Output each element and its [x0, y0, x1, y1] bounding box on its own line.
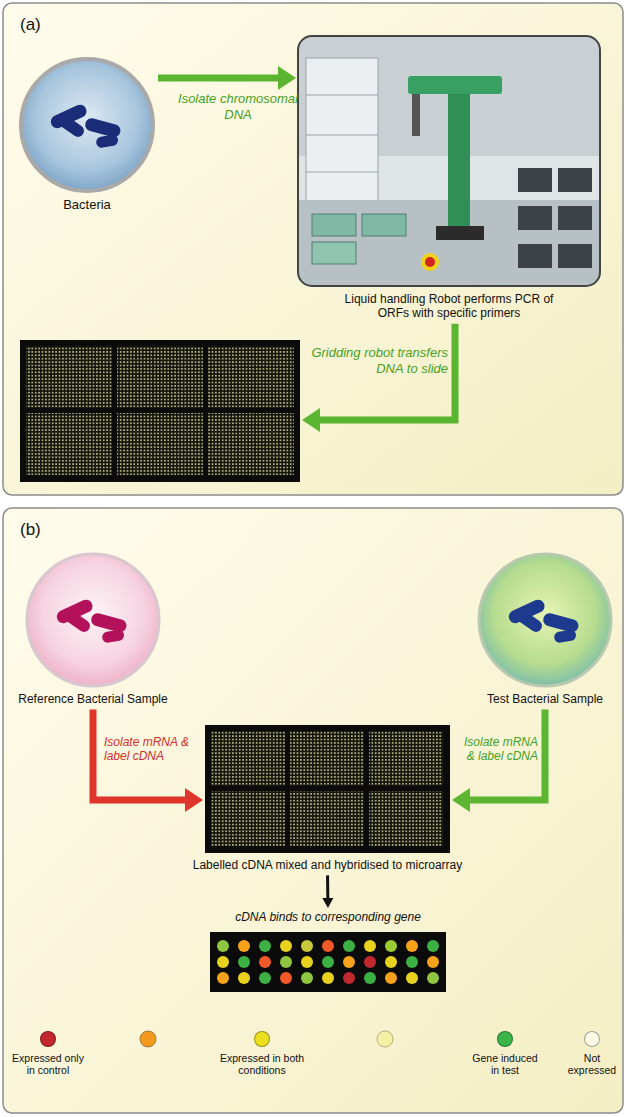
connector-arrow	[452, 709, 545, 812]
legend-text: Expressed only in control	[8, 1052, 88, 1076]
picture-area	[20, 340, 300, 482]
caption: Liquid handling Robot performs PCR of OR…	[342, 292, 556, 321]
panel-letter: (a)	[20, 15, 41, 35]
panel-ground	[3, 3, 623, 1113]
arrow-head	[322, 898, 333, 908]
connector-arrow	[93, 709, 203, 812]
figure-panel: (a) BacteriaLiquid handling Robot perform…	[3, 3, 623, 495]
caption: Reference Bacterial Sample	[8, 692, 178, 706]
edge-label: Gridding robot transfers DNA to slide	[308, 345, 448, 376]
illustration-box	[20, 340, 300, 482]
reference-micrograph	[27, 554, 159, 686]
illustration-box: Liquid handling Robot performs PCR of OR…	[298, 36, 600, 321]
legend-item: Not expressed	[564, 1031, 620, 1076]
legend-swatch	[40, 1031, 56, 1047]
illustration-box: Labelled cDNA mixed and hybridised to mi…	[205, 725, 450, 872]
test-micrograph	[479, 554, 611, 686]
edge-label: Isolate mRNA & label cDNA	[104, 735, 196, 764]
edge-label-holder: Isolate mRNA & label cDNA	[104, 735, 196, 764]
hybridisation-spots	[210, 932, 446, 992]
bacteria-micrograph	[21, 59, 153, 191]
microarray-slide	[20, 340, 300, 482]
connector-arrow	[158, 66, 296, 90]
legend-swatch	[254, 1031, 270, 1047]
caption: Labelled cDNA mixed and hybridised to mi…	[158, 858, 498, 872]
connector-arrow	[322, 875, 333, 908]
picture-area	[19, 57, 155, 193]
panel-letter: (b)	[20, 520, 41, 540]
figure-panel: (b)Reference Bacterial SampleTest Bacter…	[3, 508, 623, 1113]
connector-line	[326, 875, 329, 900]
arrow-head	[278, 66, 296, 90]
edge-label: Isolate mRNA & label cDNA	[456, 735, 538, 764]
caption: Bacteria	[19, 197, 155, 213]
picture-area	[205, 725, 450, 853]
picture-area	[298, 36, 600, 286]
legend-extra-swatch	[140, 1031, 393, 1047]
connector-line	[158, 75, 282, 82]
illustration-box: cDNA binds to corresponding gene	[190, 910, 466, 990]
arrow-head	[185, 788, 203, 812]
edge-label-holder: Isolate chromosomal DNA	[178, 91, 298, 122]
caption: Test Bacterial Sample	[470, 692, 620, 706]
legend-text: Expressed in both conditions	[217, 1052, 307, 1076]
illustration-box: Test Bacterial Sample	[477, 552, 613, 706]
legend-text: Not expressed	[564, 1052, 620, 1076]
legend-swatch	[584, 1031, 600, 1047]
microarray-slide	[205, 725, 450, 853]
picture-area	[477, 552, 613, 688]
illustration-box: Bacteria	[19, 57, 155, 213]
caption: cDNA binds to corresponding gene	[190, 910, 466, 924]
robot-photo	[298, 36, 600, 286]
legend-item: Expressed in both conditions	[217, 1031, 307, 1076]
edge-label-holder: Isolate mRNA & label cDNA	[456, 735, 538, 764]
edge-label: Isolate chromosomal DNA	[178, 91, 298, 122]
legend-item: Expressed only in control	[8, 1031, 88, 1076]
legend-item: Gene induced in test	[469, 1031, 541, 1076]
legend-text: Gene induced in test	[469, 1052, 541, 1076]
arrow-head	[302, 408, 320, 432]
legend-swatch	[497, 1031, 513, 1047]
edge-label-holder: Gridding robot transfers DNA to slide	[308, 345, 448, 376]
picture-area	[25, 552, 161, 688]
arrow-head	[452, 788, 470, 812]
picture-area	[190, 930, 466, 990]
connector-arrow	[302, 324, 455, 432]
illustration-box: Reference Bacterial Sample	[25, 552, 161, 706]
